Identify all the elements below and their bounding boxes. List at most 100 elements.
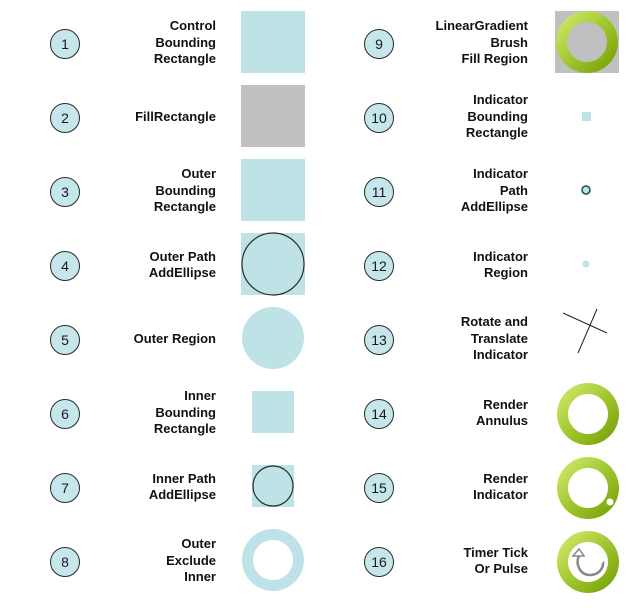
gray-square-icon [241, 85, 305, 147]
step-label-line: Translate [470, 330, 528, 346]
step-number-badge: 14 [364, 399, 394, 429]
step-number-badge: 10 [364, 103, 394, 133]
step-label-line: Rectangle [153, 421, 216, 437]
step-label-line: Bounding [467, 108, 528, 124]
step-label-line: Exclude [166, 552, 216, 568]
filled-circle-icon [242, 307, 304, 369]
step-label-line: Indicator [473, 166, 528, 182]
step-label-line: Render [483, 470, 528, 486]
light-square-icon [241, 11, 305, 73]
step-label-line: AddEllipse [148, 487, 216, 502]
square-with-ellipse-icon [241, 232, 305, 296]
step-label: Outer Region [16, 331, 216, 348]
step-label-line: Outer [181, 166, 216, 182]
step-label-line: Indicator [473, 347, 528, 363]
tiny-dot-icon [582, 260, 590, 268]
step-label-line: Rectangle [153, 199, 216, 215]
annulus-shape [557, 531, 620, 593]
step-label-line: Indicator [473, 248, 528, 264]
step-label-line: Outer Region [133, 330, 216, 346]
step-label-line: Bounding [155, 404, 216, 420]
step-number-badge: 13 [364, 325, 394, 355]
step-visual [241, 159, 307, 225]
step-visual [241, 11, 307, 77]
step-number-badge: 5 [50, 325, 80, 355]
step-number-badge: 8 [50, 547, 80, 577]
step-number-badge: 12 [364, 251, 394, 281]
step-label-line: Outer Path [149, 248, 216, 264]
step-label-line: Fill Region [461, 51, 528, 67]
step-number-badge: 7 [50, 473, 80, 503]
step-label-line: Path [499, 182, 528, 198]
step-label-line: Rotate and [460, 314, 528, 330]
light-square-icon [241, 159, 305, 221]
tiny-ring-icon [581, 185, 591, 195]
step-number-badge: 16 [364, 547, 394, 577]
gray-with-green-ring-icon [555, 11, 619, 73]
step-label-line: Region [483, 265, 528, 280]
step-label-line: Outer [181, 536, 216, 552]
step-label-line: Inner Path [152, 470, 216, 486]
green-ring-icon [557, 383, 620, 445]
step-number-badge: 1 [50, 29, 80, 59]
step-visual [555, 11, 621, 77]
annulus-shape [557, 457, 620, 519]
step-label-line: AddEllipse [148, 265, 216, 280]
step-number-badge: 6 [50, 399, 80, 429]
step-visual [555, 529, 621, 595]
step-visual [241, 307, 307, 373]
annulus-shape [557, 383, 620, 445]
step-visual [555, 233, 621, 299]
step-2: 2 FillRectangle [0, 79, 640, 153]
step-visual [241, 85, 307, 151]
step-number-badge: 9 [364, 29, 394, 59]
step-label-line: Bounding [155, 182, 216, 198]
small-square-with-ellipse-icon [252, 465, 294, 507]
step-number-badge: 3 [50, 177, 80, 207]
step-number-badge: 2 [50, 103, 80, 133]
step-5: 5 Outer Region [0, 301, 640, 375]
step-visual [241, 232, 307, 299]
step-visual [555, 85, 621, 151]
step-label-line: Brush [490, 34, 528, 50]
step-visual [241, 529, 307, 595]
step-visual [241, 381, 307, 447]
green-ring-arrow-icon [557, 531, 620, 593]
step-number-badge: 11 [364, 177, 394, 207]
step-label-line: FillRectangle [135, 108, 216, 124]
step-label-line: Rectangle [153, 51, 216, 67]
step-label: FillRectangle [16, 109, 216, 126]
step-label-line: Or Pulse [474, 561, 528, 576]
step-visual [241, 455, 307, 521]
step-label-line: Indicator [473, 487, 528, 502]
step-label-line: Annulus [476, 413, 528, 428]
step-number-badge: 4 [50, 251, 80, 281]
step-label-line: LinearGradient [435, 18, 528, 34]
step-label-line: AddEllipse [460, 199, 528, 215]
step-visual [555, 159, 621, 225]
step-visual [555, 381, 621, 447]
